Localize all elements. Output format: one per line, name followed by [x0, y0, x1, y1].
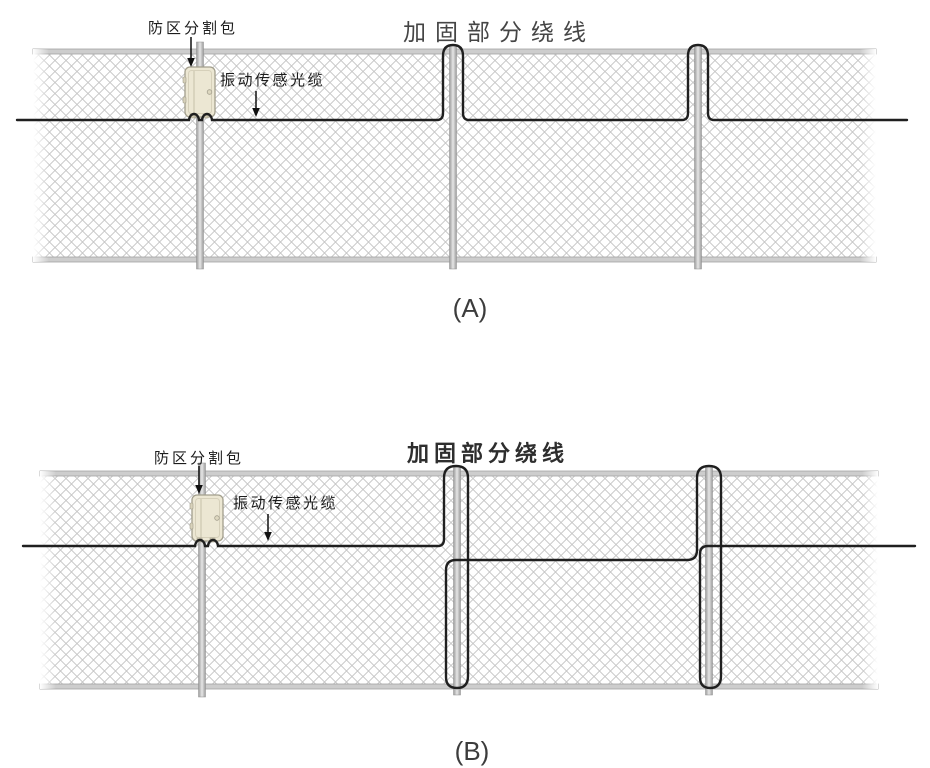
fence-post: [196, 41, 204, 270]
panel-a-fence: [15, 37, 909, 270]
mesh-edge-fade: [33, 49, 49, 262]
fence-post: [198, 462, 206, 698]
reinforced-winding-heading: 加固部分绕线: [403, 19, 595, 45]
mesh-edge-fade: [40, 471, 56, 689]
mesh-edge-fade: [860, 49, 876, 262]
panel-b-fence: [21, 462, 917, 698]
box-screw: [214, 515, 220, 521]
panel-b-tag: (B): [454, 736, 490, 766]
zone-box-arrow: [195, 466, 203, 494]
box-hinge: [182, 76, 187, 84]
zone-box-arrow: [187, 37, 195, 67]
sensing-cable-label: 振动传感光缆: [220, 72, 326, 89]
box-hinge: [189, 502, 194, 510]
zone-box-label: 防区分割包: [148, 20, 239, 37]
zone-box-label: 防区分割包: [154, 450, 245, 467]
box-hinge: [182, 96, 187, 104]
fence-post: [449, 44, 457, 270]
sensing-cable-arrow: [252, 91, 260, 117]
sensing-cable-arrow: [264, 514, 272, 541]
fence-post: [705, 466, 713, 696]
mesh-edge-fade: [862, 471, 878, 689]
reinforced-winding-heading: 加固部分绕线: [407, 441, 570, 466]
fence-post: [694, 44, 702, 270]
box-hinge: [189, 522, 194, 530]
zone-divider-box: [182, 66, 216, 119]
fence-post: [453, 466, 461, 696]
panel-a-tag: (A): [452, 293, 488, 323]
sensing-cable-path: [21, 464, 917, 690]
sensing-cable-path: [15, 43, 909, 122]
box-screw: [206, 89, 213, 95]
zone-divider-box: [189, 494, 224, 543]
sensing-cable-label: 振动传感光缆: [233, 495, 339, 512]
